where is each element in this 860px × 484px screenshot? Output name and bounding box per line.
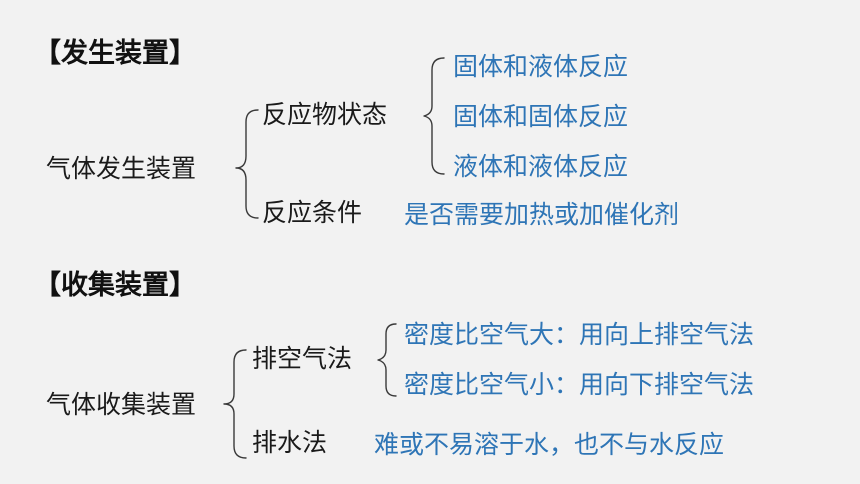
collection-root-label: 气体收集装置 [46, 390, 197, 419]
collection-heading: 【收集装置】 [34, 270, 196, 301]
reactant-option-solid-liquid: 固体和液体反应 [453, 52, 629, 81]
brace-reactant-state [423, 57, 445, 175]
reactant-option-solid-solid: 固体和固体反应 [453, 102, 629, 131]
brace-air-displacement [377, 323, 397, 397]
condition-label: 反应条件 [262, 198, 363, 227]
air-displacement-label: 排空气法 [252, 344, 353, 373]
reactant-option-liquid-liquid: 液体和液体反应 [453, 152, 629, 181]
brace-collection-root [223, 349, 247, 459]
water-displacement-detail: 难或不易溶于水，也不与水反应 [374, 430, 725, 459]
air-option-lighter: 密度比空气小：用向下排空气法 [404, 370, 755, 399]
reactant-state-label: 反应物状态 [262, 100, 388, 129]
brace-generation-root [235, 109, 259, 219]
generation-root-label: 气体发生装置 [46, 154, 197, 183]
air-option-denser: 密度比空气大：用向上排空气法 [404, 320, 755, 349]
generation-heading: 【发生装置】 [34, 38, 196, 69]
water-displacement-label: 排水法 [252, 428, 328, 457]
condition-detail: 是否需要加热或加催化剂 [404, 200, 680, 229]
